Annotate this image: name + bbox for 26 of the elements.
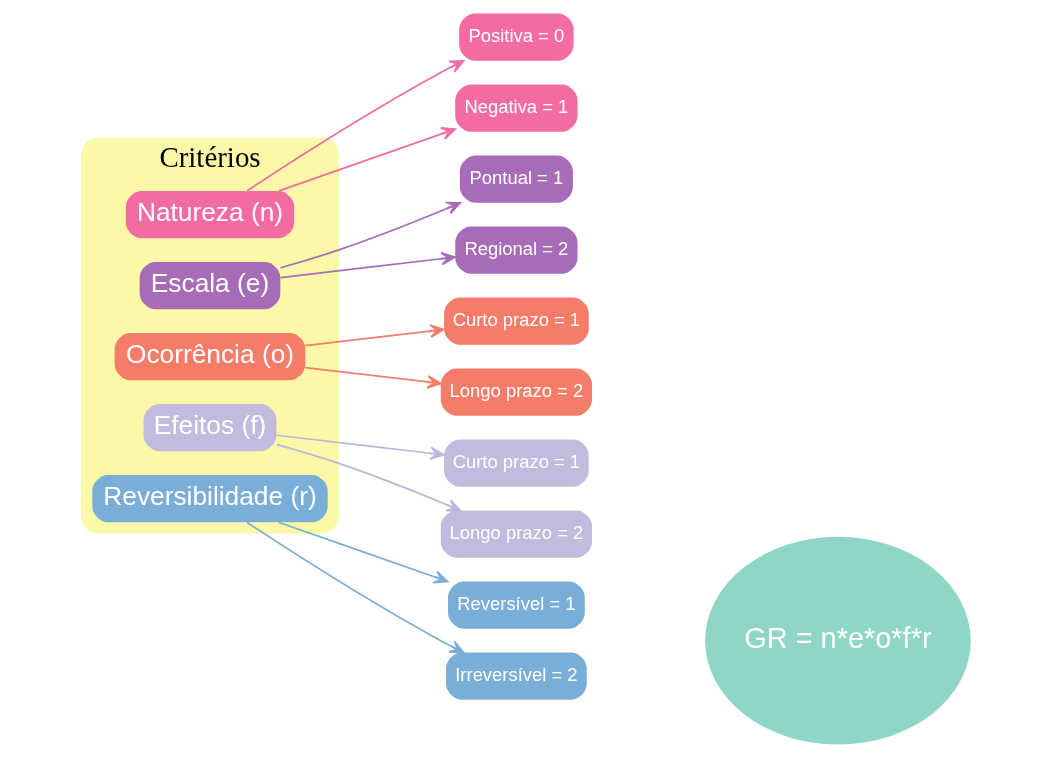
arrow — [245, 521, 464, 654]
node-box: Regional = 2 — [454, 226, 578, 274]
arrow — [277, 521, 448, 584]
node-box: Natureza (n) — [125, 190, 294, 239]
node-box: Ocorrência (o) — [114, 332, 305, 381]
arrow — [279, 201, 461, 269]
arrow — [279, 251, 456, 279]
node-box: Longo prazo = 2 — [440, 510, 592, 558]
node-box: Efeitos (f) — [143, 404, 276, 452]
node-box: Pontual = 1 — [459, 155, 573, 203]
node-box: Positiva = 0 — [458, 13, 574, 61]
node-box: Irreversível = 2 — [445, 652, 587, 700]
node-box: Curto prazo = 1 — [443, 297, 589, 345]
node-box: Curto prazo = 1 — [443, 439, 589, 487]
node-box: Reversibilidade (r) — [91, 475, 328, 523]
arrow — [275, 434, 444, 460]
arrow — [304, 366, 442, 389]
arrow — [275, 443, 461, 512]
node-box: Reversível = 1 — [447, 581, 585, 629]
arrow — [304, 324, 444, 347]
arrow — [245, 59, 464, 192]
node-box: Longo prazo = 2 — [440, 368, 592, 416]
node-box: Escala (e) — [139, 261, 280, 310]
node-box: Negativa = 1 — [454, 84, 578, 132]
node-ellipse: GR = n*e*o*f*r — [704, 536, 971, 745]
arrow — [277, 127, 456, 192]
